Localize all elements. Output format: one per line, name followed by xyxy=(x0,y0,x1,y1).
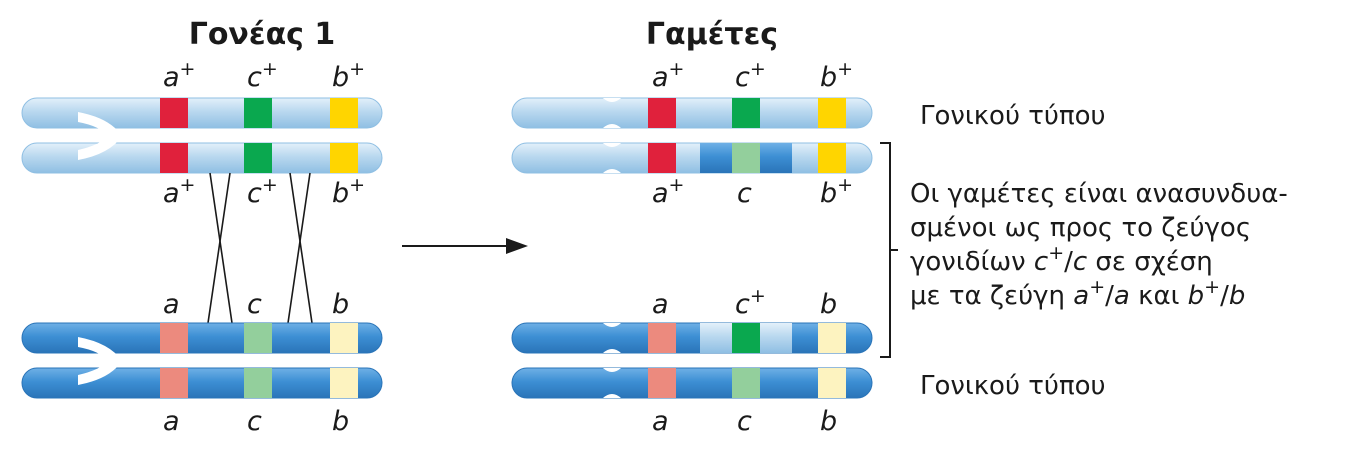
label-parent-bot-a: a xyxy=(163,406,180,437)
parent-upper-chromatid-1 xyxy=(21,97,383,129)
gamete-1-parental xyxy=(511,97,873,129)
label-gamete-bot-b: b xyxy=(820,406,837,437)
label-gamete-top-c: c+ xyxy=(735,58,766,93)
parental-type-top-note: Γονικού τύπου xyxy=(920,101,1106,131)
gamete-3-recombinant xyxy=(511,322,873,354)
gamete-1-allele-c-plus xyxy=(732,98,760,128)
label-gamete-mid-b: b+ xyxy=(820,174,853,209)
parent-upper-allele-a-plus-2 xyxy=(160,143,188,173)
crossover-line-2 xyxy=(207,172,231,324)
parent-upper-allele-b-plus-2 xyxy=(330,143,358,173)
gamete-4-allele-a xyxy=(648,368,676,398)
label-parent-top-a: a+ xyxy=(163,58,195,93)
label-gamete-mid-a: a+ xyxy=(652,174,684,209)
label-parent-top-b: b+ xyxy=(332,58,365,93)
label-gamete-top-a: a+ xyxy=(652,58,684,93)
gamete-2-allele-c xyxy=(732,143,760,173)
gamete-3-allele-b xyxy=(818,323,846,353)
gamete-4-parental xyxy=(511,367,873,399)
gamete-1-allele-a-plus xyxy=(648,98,676,128)
label-gamete-low-a: a xyxy=(652,289,669,320)
recombinant-note-line-2: σμένοι ως προς το ζεύγος xyxy=(910,213,1251,243)
parent-upper-allele-b-plus-1 xyxy=(330,98,358,128)
label-parent-low-a: a xyxy=(163,289,180,320)
gamete-1-allele-b-plus xyxy=(818,98,846,128)
parent-lower-allele-a-2 xyxy=(160,368,188,398)
gamete-4-allele-c xyxy=(732,368,760,398)
recombinant-bracket xyxy=(880,142,898,358)
parent-lower-allele-c-2 xyxy=(244,368,272,398)
label-gamete-top-b: b+ xyxy=(820,58,853,93)
label-gamete-low-c: c+ xyxy=(735,285,766,320)
label-parent-mid-b: b+ xyxy=(332,174,365,209)
label-parent-mid-a: a+ xyxy=(163,174,195,209)
parent-upper-allele-a-plus-1 xyxy=(160,98,188,128)
parent-upper-allele-c-plus-2 xyxy=(244,143,272,173)
crossover-line-3 xyxy=(289,172,313,324)
label-parent-bot-c: c xyxy=(247,406,262,437)
parent-lower-centromere xyxy=(78,337,122,385)
label-parent-top-c: c+ xyxy=(247,58,278,93)
label-parent-mid-c: c+ xyxy=(247,174,278,209)
recombinant-note-line-4: με τα ζεύγη a+/a και b+/b xyxy=(910,276,1245,311)
parent-upper-chromosome xyxy=(21,97,383,174)
parent-lower-allele-b-2 xyxy=(330,368,358,398)
parent-lower-chromosome xyxy=(21,322,383,399)
parental-type-bottom-note: Γονικού τύπου xyxy=(920,371,1106,401)
label-parent-bot-b: b xyxy=(332,406,349,437)
parent-title: Γονέας 1 xyxy=(189,17,336,52)
crossover-line-1 xyxy=(209,172,233,324)
parent-upper-allele-c-plus-1 xyxy=(244,98,272,128)
parent-lower-allele-c-1 xyxy=(244,323,272,353)
recombinant-note-line-3: γονιδίων c+/c σε σχέση xyxy=(910,242,1213,277)
parent-lower-allele-b-1 xyxy=(330,323,358,353)
parent-lower-chromatid-2 xyxy=(21,367,383,399)
crossover-lines xyxy=(207,172,313,324)
label-parent-low-b: b xyxy=(332,289,349,320)
recombinant-note-line-1: Οι γαμέτες είναι ανασυνδυα- xyxy=(910,179,1288,209)
parent-upper-centromere xyxy=(78,112,122,160)
label-gamete-low-b: b xyxy=(820,289,837,320)
label-parent-low-c: c xyxy=(247,289,262,320)
gametes-title: Γαμέτες xyxy=(646,17,778,52)
parent-upper-chromatid-2 xyxy=(21,142,383,174)
gamete-3-allele-c-plus xyxy=(732,323,760,353)
parent-lower-chromatid-1 xyxy=(21,322,383,354)
label-gamete-bot-c: c xyxy=(737,406,752,437)
arrow-icon xyxy=(402,238,528,254)
label-gamete-bot-a: a xyxy=(652,406,669,437)
gamete-2-allele-b-plus xyxy=(818,143,846,173)
gamete-2-allele-a-plus xyxy=(648,143,676,173)
label-gamete-mid-c: c xyxy=(737,178,752,209)
gamete-3-allele-a xyxy=(648,323,676,353)
parent-lower-allele-a-1 xyxy=(160,323,188,353)
gamete-4-allele-b xyxy=(818,368,846,398)
gamete-2-recombinant xyxy=(511,142,873,174)
crossover-line-4 xyxy=(287,172,311,324)
